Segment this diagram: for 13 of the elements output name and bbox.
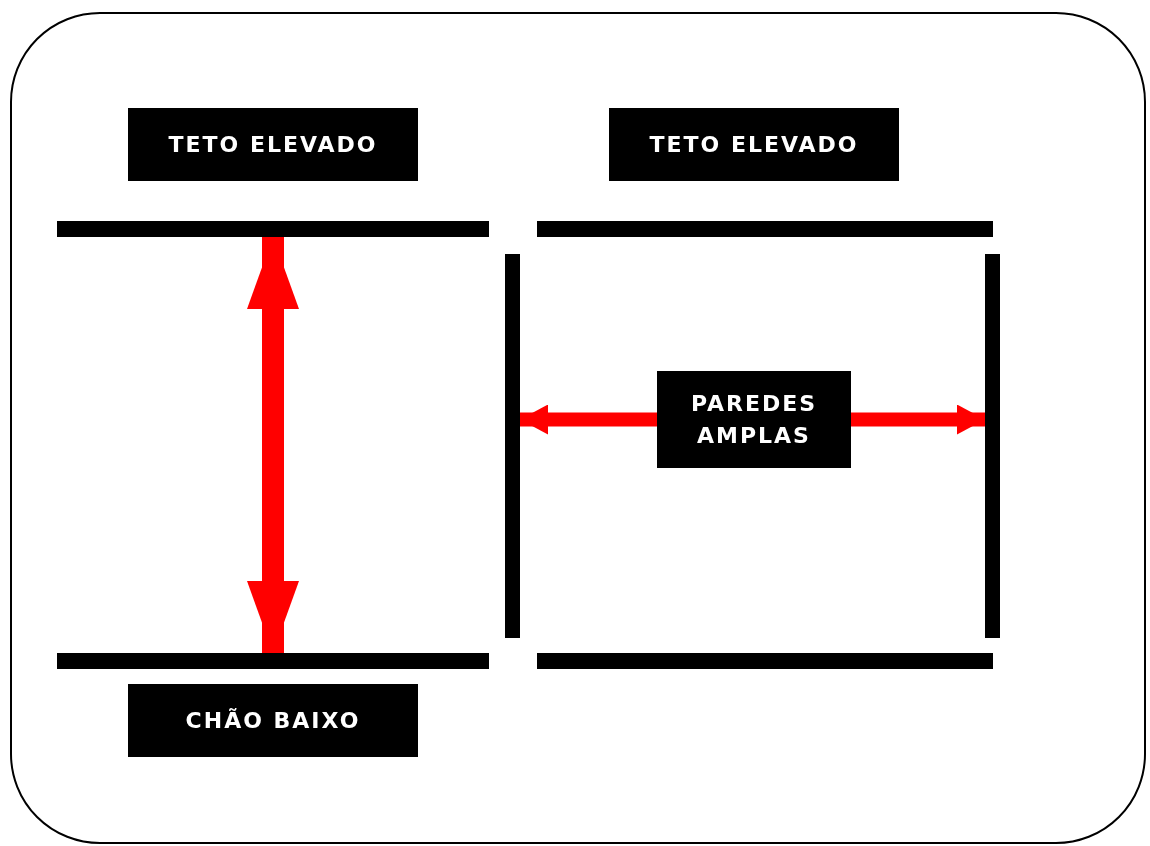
arrow [520,404,657,435]
ceiling-bar [57,221,489,237]
label-box: TETO ELEVADO [128,108,418,181]
label-box: TETO ELEVADO [609,108,899,181]
floor-bar [537,653,993,669]
arrow [851,404,985,435]
arrow [247,237,299,653]
label-box: PAREDES AMPLAS [657,371,851,468]
ceiling-bar [537,221,993,237]
wall-bar [985,254,1000,638]
wall-bar [505,254,520,638]
floor-bar [57,653,489,669]
label-box: CHÃO BAIXO [128,684,418,757]
